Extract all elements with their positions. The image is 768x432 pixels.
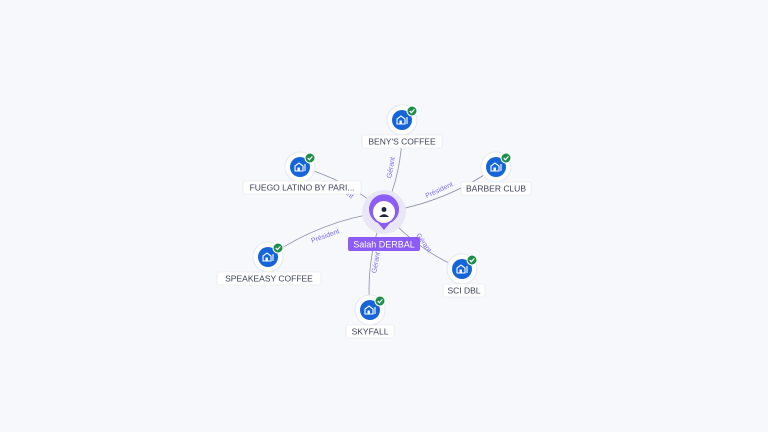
company-node[interactable]: FUEGO LATINO BY PARI...: [242, 151, 362, 195]
building-icon: [490, 162, 502, 172]
relation-role-label: Gérant: [386, 157, 397, 179]
company-node[interactable]: BENY'S COFFEE: [361, 104, 443, 149]
company-node-fill: [258, 247, 278, 267]
company-label-badge: [216, 271, 322, 286]
person-icon: [379, 207, 389, 217]
building-icon: [262, 252, 274, 262]
building-icon: [456, 264, 468, 274]
person-label-badge: [348, 237, 420, 251]
verified-check-icon: [272, 242, 284, 254]
company-name: BARBER CLUB: [466, 184, 526, 194]
company-node-fill: [290, 157, 310, 177]
company-node-fill: [486, 157, 506, 177]
building-icon: [396, 115, 408, 125]
company-label-badge: [460, 181, 532, 196]
company-label-badge: [242, 180, 362, 195]
company-label-badge: [361, 134, 443, 149]
relation-role-label: Gérant: [371, 252, 382, 274]
company-node[interactable]: SPEAKEASY COFFEE: [216, 241, 322, 286]
company-name: SPEAKEASY COFFEE: [225, 274, 313, 284]
verified-check-icon: [304, 152, 316, 164]
company-name: SKYFALL: [352, 327, 389, 337]
person-node[interactable]: Salah DERBAL: [348, 190, 420, 251]
company-node-fill: [360, 300, 380, 320]
building-icon: [364, 305, 376, 315]
building-icon: [294, 162, 306, 172]
company-node-fill: [392, 110, 412, 130]
person-name: Salah DERBAL: [353, 239, 415, 249]
verified-check-icon: [500, 152, 512, 164]
company-node[interactable]: SKYFALL: [345, 294, 395, 339]
verified-check-icon: [374, 295, 386, 307]
company-name: FUEGO LATINO BY PARI...: [250, 183, 355, 193]
company-node-fill: [452, 259, 472, 279]
company-name: BENY'S COFFEE: [368, 137, 436, 147]
company-node[interactable]: BARBER CLUB: [460, 151, 532, 196]
company-node[interactable]: SCI DBL: [442, 253, 486, 298]
verified-check-icon: [466, 254, 478, 266]
verified-check-icon: [406, 105, 418, 117]
company-name: SCI DBL: [447, 286, 480, 296]
company-label-badge: [442, 283, 486, 298]
company-label-badge: [345, 324, 395, 339]
